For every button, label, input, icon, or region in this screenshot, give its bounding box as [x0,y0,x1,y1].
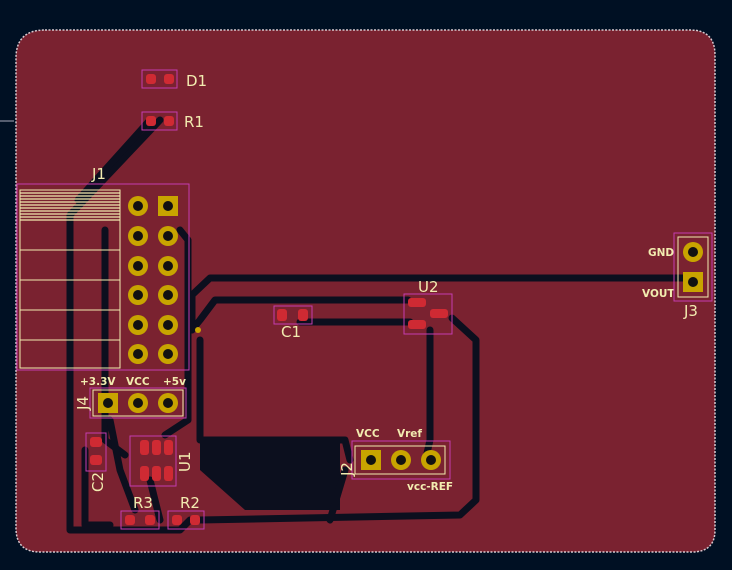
label-vcc-ref: vcc-REF [407,481,453,493]
silk-outline [92,389,184,417]
label-5v: +5v [163,376,186,388]
silk-outline [19,189,121,369]
courtyard [89,387,187,419]
ref-j2: J2 [338,462,356,477]
ref-r1: R1 [184,113,204,131]
courtyard [16,183,190,371]
ref-u2: U2 [418,278,439,296]
silk-pin-lines [20,249,120,341]
label-vout: VOUT [642,288,675,300]
ref-r2: R2 [180,494,200,512]
label-gnd: GND [648,247,674,259]
courtyard [273,305,313,325]
isolation-region [200,440,340,510]
ref-j4: J4 [74,396,92,411]
component-d1[interactable]: D1 [141,69,207,90]
component-c2[interactable]: C2 [85,432,107,492]
traces [66,116,700,534]
courtyard [403,293,453,335]
courtyard [673,232,713,302]
component-j4[interactable]: +3.3V VCC +5v J4 [74,376,187,419]
ref-u1: U1 [176,451,194,472]
courtyard [141,111,178,131]
pad [164,74,174,84]
courtyard [351,440,451,480]
courtyard [120,510,160,530]
component-j1[interactable]: J1 [16,165,190,371]
component-u1[interactable]: U1 [129,435,194,487]
ref-c1: C1 [281,323,301,341]
component-j2[interactable]: VCC Vref J2 vcc-REF [338,428,453,493]
component-c1[interactable]: C1 [273,305,313,341]
silk-outline [354,445,446,475]
component-j3[interactable]: GND VOUT J3 [642,232,713,320]
ref-r3: R3 [133,494,153,512]
courtyard [141,69,178,89]
component-u2[interactable]: U2 [403,278,453,335]
component-r3[interactable]: R3 [120,494,160,530]
label-vcc: VCC [126,376,150,388]
silk-hatch [20,192,120,221]
pad [164,116,174,126]
label-vcc: VCC [356,428,380,440]
ref-j3: J3 [683,302,698,320]
component-r1[interactable]: R1 [141,111,204,131]
pad [146,74,156,84]
silk-outline [677,236,709,298]
component-r2[interactable]: R2 [167,494,205,530]
pad [90,437,102,447]
courtyard [85,432,107,472]
via [195,327,201,333]
label-3v3: +3.3V [80,376,116,388]
ref-d1: D1 [186,72,207,90]
pad [146,116,156,126]
j1-pads [128,196,178,364]
label-vref: Vref [397,428,422,440]
courtyard [167,510,205,530]
pad [90,455,102,465]
courtyard [129,435,177,487]
ref-j1: J1 [91,165,106,183]
ref-c2: C2 [89,472,107,492]
